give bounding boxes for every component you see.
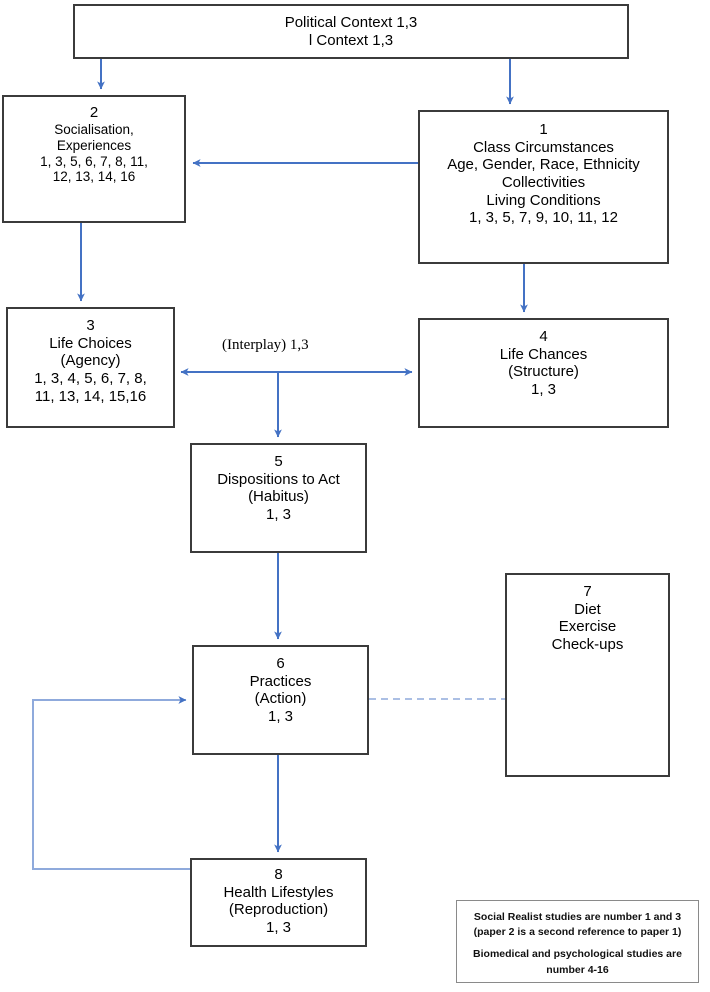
box-1-line-5: 1, 3, 5, 7, 9, 10, 11, 12 bbox=[469, 209, 618, 227]
box-3-line-3: 1, 3, 4, 5, 6, 7, 8, bbox=[34, 370, 147, 388]
context-line-2: l Context 1,3 bbox=[308, 31, 394, 49]
box-political-context[interactable]: Political Context 1,3 l Context 1,3 bbox=[73, 4, 629, 59]
box-5-dispositions-to-act[interactable]: 5 Dispositions to Act (Habitus) 1, 3 bbox=[190, 443, 367, 553]
box-8-line-3: 1, 3 bbox=[265, 919, 292, 937]
box-4-line-3: 1, 3 bbox=[530, 381, 557, 399]
box-5-line-3: 1, 3 bbox=[265, 506, 292, 524]
box-1-line-1: Class Circumstances bbox=[473, 138, 614, 156]
box-8-health-lifestyles[interactable]: 8 Health Lifestyles (Reproduction) 1, 3 bbox=[190, 858, 367, 947]
box-3-number: 3 bbox=[86, 317, 95, 334]
box-6-line-1: Practices bbox=[249, 672, 312, 690]
legend-line-4: number 4-16 bbox=[546, 963, 609, 976]
box-6-practices[interactable]: 6 Practices (Action) 1, 3 bbox=[192, 645, 369, 755]
legend-line-3: Biomedical and psychological studies are bbox=[473, 948, 682, 961]
box-7-number: 7 bbox=[583, 583, 592, 600]
box-2-line-3: 1, 3, 5, 6, 7, 8, 11, bbox=[40, 153, 148, 169]
box-1-line-3: Collectivities bbox=[501, 174, 586, 192]
legend-spacer bbox=[465, 940, 690, 947]
box-1-line-4: Living Conditions bbox=[486, 191, 601, 209]
box-4-line-1: Life Chances bbox=[499, 345, 588, 363]
box-3-line-2: (Agency) bbox=[60, 352, 121, 370]
legend-line-2: (paper 2 is a second reference to paper … bbox=[473, 926, 682, 939]
box-8-line-1: Health Lifestyles bbox=[223, 883, 334, 901]
interplay-label: (Interplay) 1,3 bbox=[222, 337, 309, 353]
box-7-diet-exercise-checkups[interactable]: 7 Diet Exercise Check-ups bbox=[505, 573, 670, 777]
legend-line-1: Social Realist studies are number 1 and … bbox=[473, 911, 682, 923]
box-8-line-2: (Reproduction) bbox=[228, 901, 329, 919]
box-5-line-2: (Habitus) bbox=[248, 488, 309, 506]
box-7-line-2: Exercise bbox=[558, 618, 617, 636]
box-8-number: 8 bbox=[274, 866, 283, 883]
box-2-number: 2 bbox=[89, 104, 99, 121]
box-3-line-4: 11, 13, 14, 15,16 bbox=[34, 387, 147, 405]
box-3-line-1: Life Choices bbox=[49, 334, 132, 352]
box-6-line-3: 1, 3 bbox=[267, 708, 294, 726]
box-6-number: 6 bbox=[276, 655, 285, 672]
box-4-number: 4 bbox=[539, 328, 548, 345]
box-7-line-1: Diet bbox=[574, 600, 601, 618]
arrow-box8-feedback-to-box6 bbox=[32, 696, 190, 870]
box-4-line-2: (Structure) bbox=[508, 363, 579, 381]
legend-box: Social Realist studies are number 1 and … bbox=[456, 900, 699, 983]
box-7-line-3: Check-ups bbox=[551, 636, 624, 654]
box-2-line-4: 12, 13, 14, 16 bbox=[52, 169, 136, 185]
box-4-life-chances[interactable]: 4 Life Chances (Structure) 1, 3 bbox=[418, 318, 669, 428]
box-2-line-2: Experiences bbox=[56, 137, 132, 153]
box-1-line-2: Age, Gender, Race, Ethnicity bbox=[447, 156, 640, 174]
box-6-line-2: (Action) bbox=[254, 690, 307, 708]
box-2-socialisation[interactable]: 2 Socialisation, Experiences 1, 3, 5, 6,… bbox=[2, 95, 186, 223]
box-2-line-1: Socialisation, bbox=[54, 121, 134, 137]
box-1-number: 1 bbox=[539, 121, 548, 138]
box-3-life-choices[interactable]: 3 Life Choices (Agency) 1, 3, 4, 5, 6, 7… bbox=[6, 307, 175, 428]
context-line-1: Political Context 1,3 bbox=[284, 13, 418, 31]
box-5-line-1: Dispositions to Act bbox=[217, 470, 340, 488]
box-1-class-circumstances[interactable]: 1 Class Circumstances Age, Gender, Race,… bbox=[418, 110, 669, 264]
box-5-number: 5 bbox=[274, 453, 283, 470]
